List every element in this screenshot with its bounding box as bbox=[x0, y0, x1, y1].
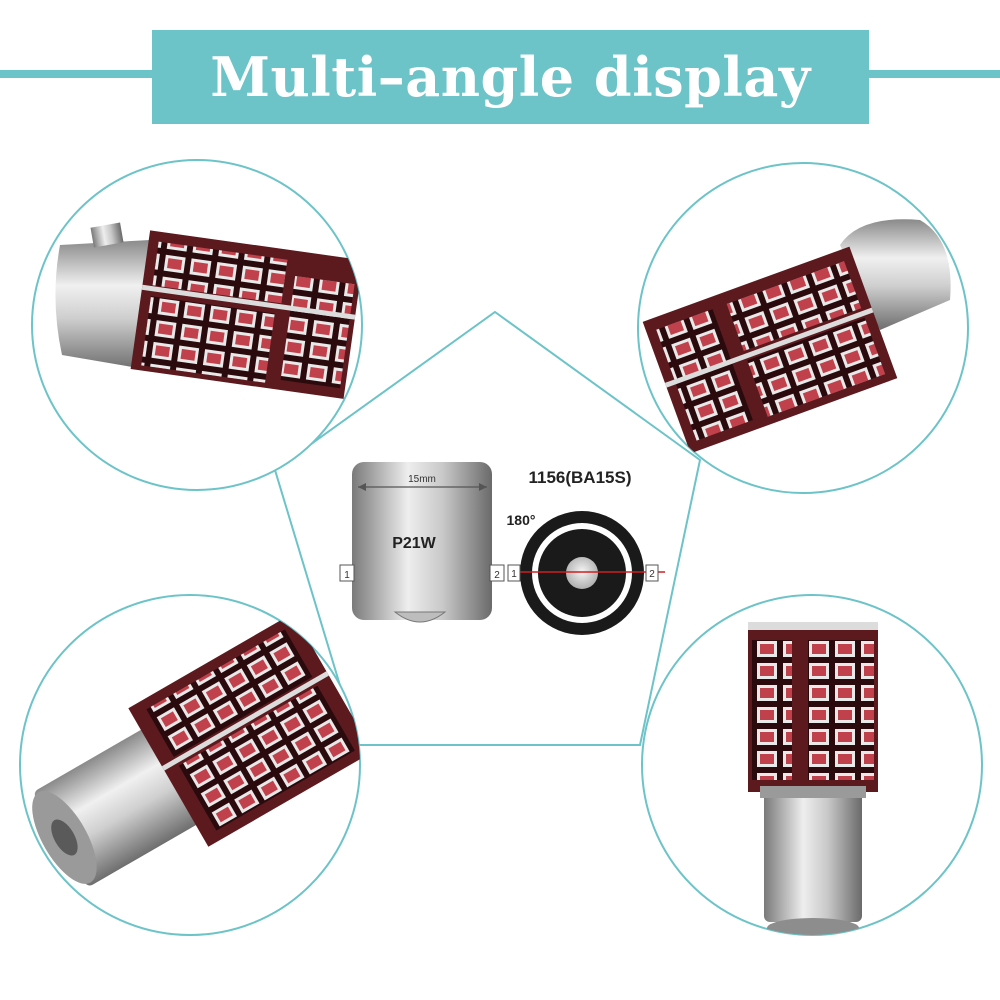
led-array bbox=[178, 685, 355, 831]
led-array bbox=[141, 296, 275, 383]
socket-pin-right: 2 bbox=[649, 569, 655, 580]
led-array bbox=[146, 629, 313, 758]
led-array bbox=[152, 241, 288, 304]
socket-pin-left: 1 bbox=[511, 569, 517, 580]
metal-base bbox=[55, 240, 150, 370]
metal-base bbox=[764, 792, 862, 922]
pin-label-right: 2 bbox=[494, 570, 500, 581]
led-array bbox=[752, 640, 792, 780]
angle-label: 180° bbox=[507, 512, 536, 528]
width-label: 15mm bbox=[408, 474, 436, 485]
socket-contact bbox=[566, 557, 598, 589]
title-banner: Multi–angle display bbox=[152, 30, 869, 124]
title-line-left bbox=[0, 70, 152, 78]
bulb-view-top-right bbox=[637, 162, 969, 494]
title-line-right bbox=[869, 70, 1000, 78]
bulb-side-view bbox=[352, 462, 492, 620]
led-array bbox=[747, 317, 886, 417]
page-title: Multi–angle display bbox=[210, 45, 811, 109]
led-array bbox=[726, 261, 862, 352]
led-array bbox=[656, 309, 753, 441]
model-label: P21W bbox=[392, 535, 436, 552]
led-array bbox=[808, 640, 874, 780]
dimension-diagram: 15mm P21W 1 2 1156(BA15S) 180° 1 2 bbox=[339, 462, 665, 635]
bulb-view-bottom-right bbox=[641, 594, 983, 936]
bulb-view-top-left bbox=[31, 159, 363, 491]
type-label: 1156(BA15S) bbox=[528, 468, 631, 487]
led-array bbox=[280, 275, 355, 389]
pin-label-left: 1 bbox=[344, 570, 350, 581]
bulb-view-bottom-left bbox=[19, 594, 361, 936]
